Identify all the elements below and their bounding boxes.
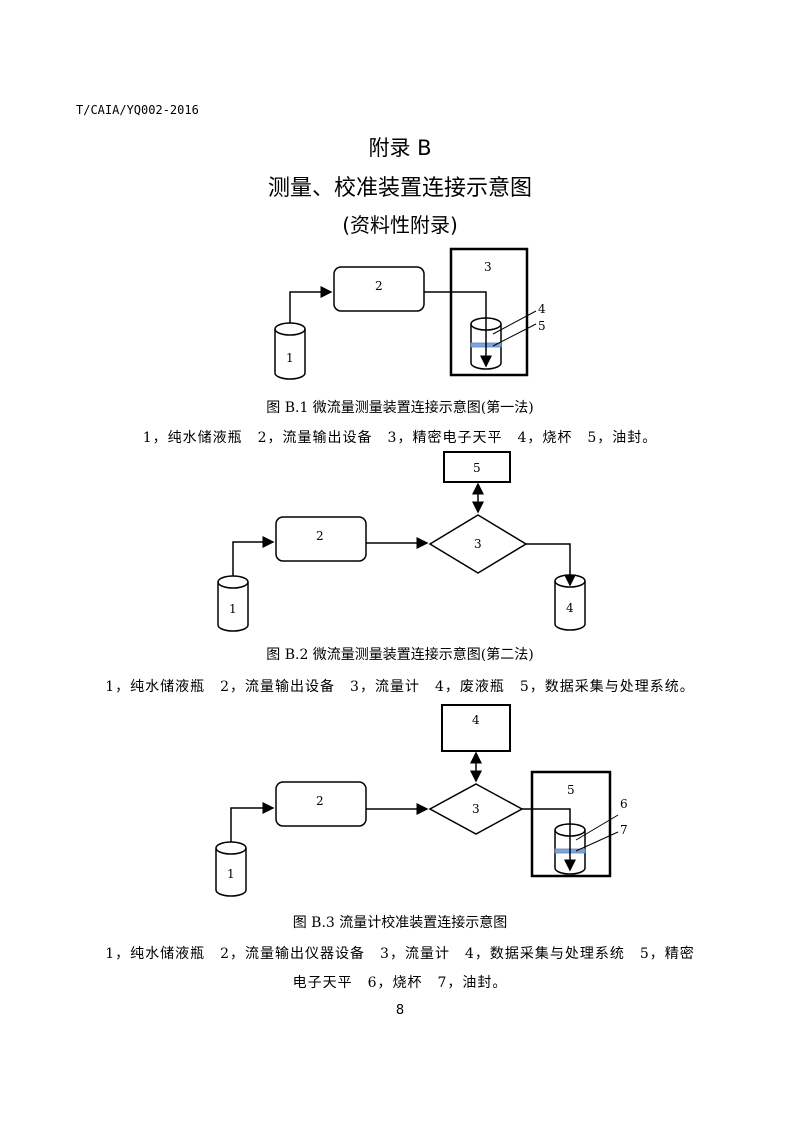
figure-b1-legend: 1，纯水储液瓶 2，流量输出设备 3，精密电子天平 4，烧杯 5，油封。: [142, 430, 658, 446]
label-2: 2: [316, 794, 324, 808]
label-3: 3: [484, 260, 492, 274]
label-5: 5: [473, 461, 481, 475]
label-3: 3: [474, 537, 482, 551]
flow-output-device-box: [275, 516, 367, 562]
figure-b1-caption: 图 B.1 微流量测量装置连接示意图(第一法): [266, 400, 534, 416]
appendix-title: 附录 B: [368, 136, 432, 160]
label-1: 1: [227, 867, 235, 881]
balance-box: [530, 770, 612, 878]
balance-box: [449, 247, 529, 377]
page-number: 8: [395, 1003, 405, 1018]
document-code: T/CAIA/YQ002-2016: [76, 103, 199, 117]
figure-b2-diagram: 5 3 2 1 4: [217, 451, 586, 632]
label-5: 5: [538, 319, 546, 333]
figure-b3-diagram: 4 3 2 1 5 6 7: [215, 704, 628, 897]
figure-b2-caption: 图 B.2 微流量测量装置连接示意图(第二法): [266, 647, 534, 663]
data-system-box: [443, 451, 511, 483]
label-2: 2: [375, 279, 383, 293]
figure-b3-legend-line2: 电子天平 6，烧杯 7，油封。: [292, 975, 508, 991]
appendix-type: (资料性附录): [342, 213, 458, 237]
flow-meter-diamond: [428, 783, 524, 835]
flow-meter-diamond: [428, 514, 528, 574]
label-1: 1: [229, 602, 237, 616]
label-7: 7: [620, 823, 628, 837]
flow-output-device-box: [275, 781, 367, 827]
figure-b3-legend-line1: 1，纯水储液瓶 2，流量输出仪器设备 3，流量计 4，数据采集与处理系统 5，精…: [105, 946, 695, 962]
page-title: 测量、校准装置连接示意图: [267, 176, 532, 201]
label-4: 4: [472, 713, 480, 727]
figure-b1-diagram: 1 2 3 4 5: [274, 247, 546, 380]
figure-b3-caption: 图 B.3 流量计校准装置连接示意图: [292, 915, 508, 931]
label-6: 6: [620, 797, 628, 811]
label-4: 4: [538, 302, 546, 316]
flow-output-device-box: [333, 266, 425, 312]
label-1: 1: [286, 351, 294, 365]
label-5: 5: [567, 783, 575, 797]
figure-b2-legend: 1，纯水储液瓶 2，流量输出设备 3，流量计 4，废液瓶 5，数据采集与处理系统…: [105, 679, 695, 695]
label-3: 3: [472, 802, 480, 816]
data-system-box: [441, 704, 511, 752]
label-2: 2: [316, 529, 324, 543]
label-4: 4: [566, 601, 574, 615]
